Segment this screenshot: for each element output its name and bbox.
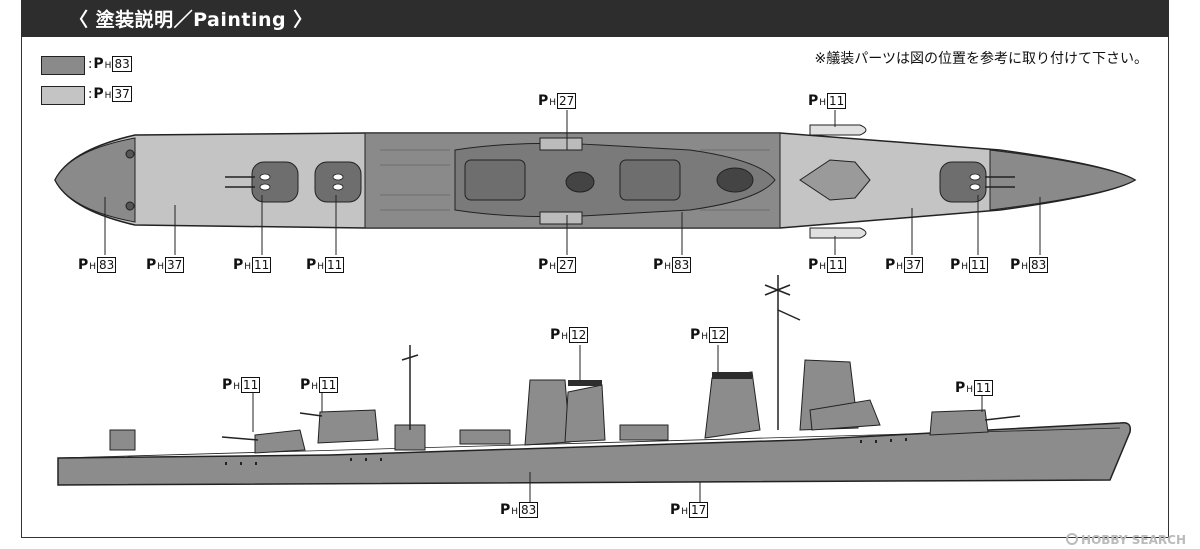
paint-code: 11 xyxy=(969,257,989,273)
paint-p: P xyxy=(300,377,311,393)
top-view-ship xyxy=(54,124,1137,239)
paint-code: 11 xyxy=(325,257,345,273)
paint-h: H xyxy=(701,332,709,342)
paint-code: 11 xyxy=(252,257,272,273)
side-view-ship xyxy=(57,275,1132,486)
page-title: 〈 塗装説明／Painting 〉 xyxy=(69,9,313,31)
paint-code: 27 xyxy=(557,93,577,109)
paint-code: 12 xyxy=(569,327,589,343)
paint-h: H xyxy=(966,385,974,395)
paint-code: 11 xyxy=(319,377,339,393)
paint-h: H xyxy=(561,332,569,342)
paint-h: H xyxy=(819,98,827,108)
paint-p: P xyxy=(222,377,233,393)
paint-h: H xyxy=(311,382,319,392)
paint-p: P xyxy=(950,257,961,273)
paint-p: P xyxy=(306,257,317,273)
paint-h: H xyxy=(89,262,97,272)
paint-p: P xyxy=(653,257,664,273)
paint-p: P xyxy=(955,380,966,396)
paint-h: H xyxy=(233,382,241,392)
paint-p: P xyxy=(93,56,104,72)
legend-code: 37 xyxy=(112,86,132,102)
mounting-note: ※艤装パーツは図の位置を参考に取り付けて下さい。 xyxy=(814,51,1148,67)
paint-code: 83 xyxy=(519,502,539,518)
paint-p: P xyxy=(670,502,681,518)
paint-h: H xyxy=(819,262,827,272)
paint-code: 11 xyxy=(241,377,261,393)
paint-p: P xyxy=(93,86,104,102)
paint-h: H xyxy=(1021,262,1029,272)
legend-swatch-dark xyxy=(41,56,85,75)
paint-code: 83 xyxy=(97,257,117,273)
hobby-search-logo-icon xyxy=(1066,533,1079,545)
paint-h: H xyxy=(681,507,689,517)
paint-p: P xyxy=(808,93,819,109)
paint-p: P xyxy=(500,502,511,518)
watermark: HOBBY SEARCH xyxy=(1066,533,1186,547)
paint-code: 17 xyxy=(689,502,709,518)
paint-h: H xyxy=(664,262,672,272)
paint-code: 12 xyxy=(709,327,729,343)
paint-code: 37 xyxy=(165,257,185,273)
paint-h: H xyxy=(157,262,165,272)
paint-code: 37 xyxy=(904,257,924,273)
side-view-leaders xyxy=(252,345,983,502)
paint-h: H xyxy=(549,98,557,108)
paint-code: 11 xyxy=(827,257,847,273)
paint-p: P xyxy=(808,257,819,273)
paint-code: 27 xyxy=(557,257,577,273)
paint-p: P xyxy=(538,93,549,109)
paint-p: P xyxy=(550,327,561,343)
legend-swatch-light xyxy=(41,86,85,105)
paint-h: H xyxy=(244,262,252,272)
paint-h: H xyxy=(549,262,557,272)
legend-code: 83 xyxy=(112,56,132,72)
paint-h: H xyxy=(317,262,325,272)
paint-p: P xyxy=(690,327,701,343)
paint-p: P xyxy=(1010,257,1021,273)
paint-p: P xyxy=(146,257,157,273)
paint-p: P xyxy=(233,257,244,273)
top-view-leaders xyxy=(104,110,1041,255)
paint-p: P xyxy=(538,257,549,273)
paint-code: 11 xyxy=(974,380,994,396)
paint-code: 83 xyxy=(1029,257,1049,273)
header-bar: 〈 塗装説明／Painting 〉 xyxy=(21,0,1169,37)
paint-h: H xyxy=(104,91,112,101)
paint-h: H xyxy=(511,507,519,517)
paint-p: P xyxy=(78,257,89,273)
paint-h: H xyxy=(961,262,969,272)
paint-code: 11 xyxy=(827,93,847,109)
paint-p: P xyxy=(885,257,896,273)
paint-code: 83 xyxy=(672,257,692,273)
paint-h: H xyxy=(104,61,112,71)
paint-h: H xyxy=(896,262,904,272)
watermark-text: HOBBY SEARCH xyxy=(1081,533,1186,547)
